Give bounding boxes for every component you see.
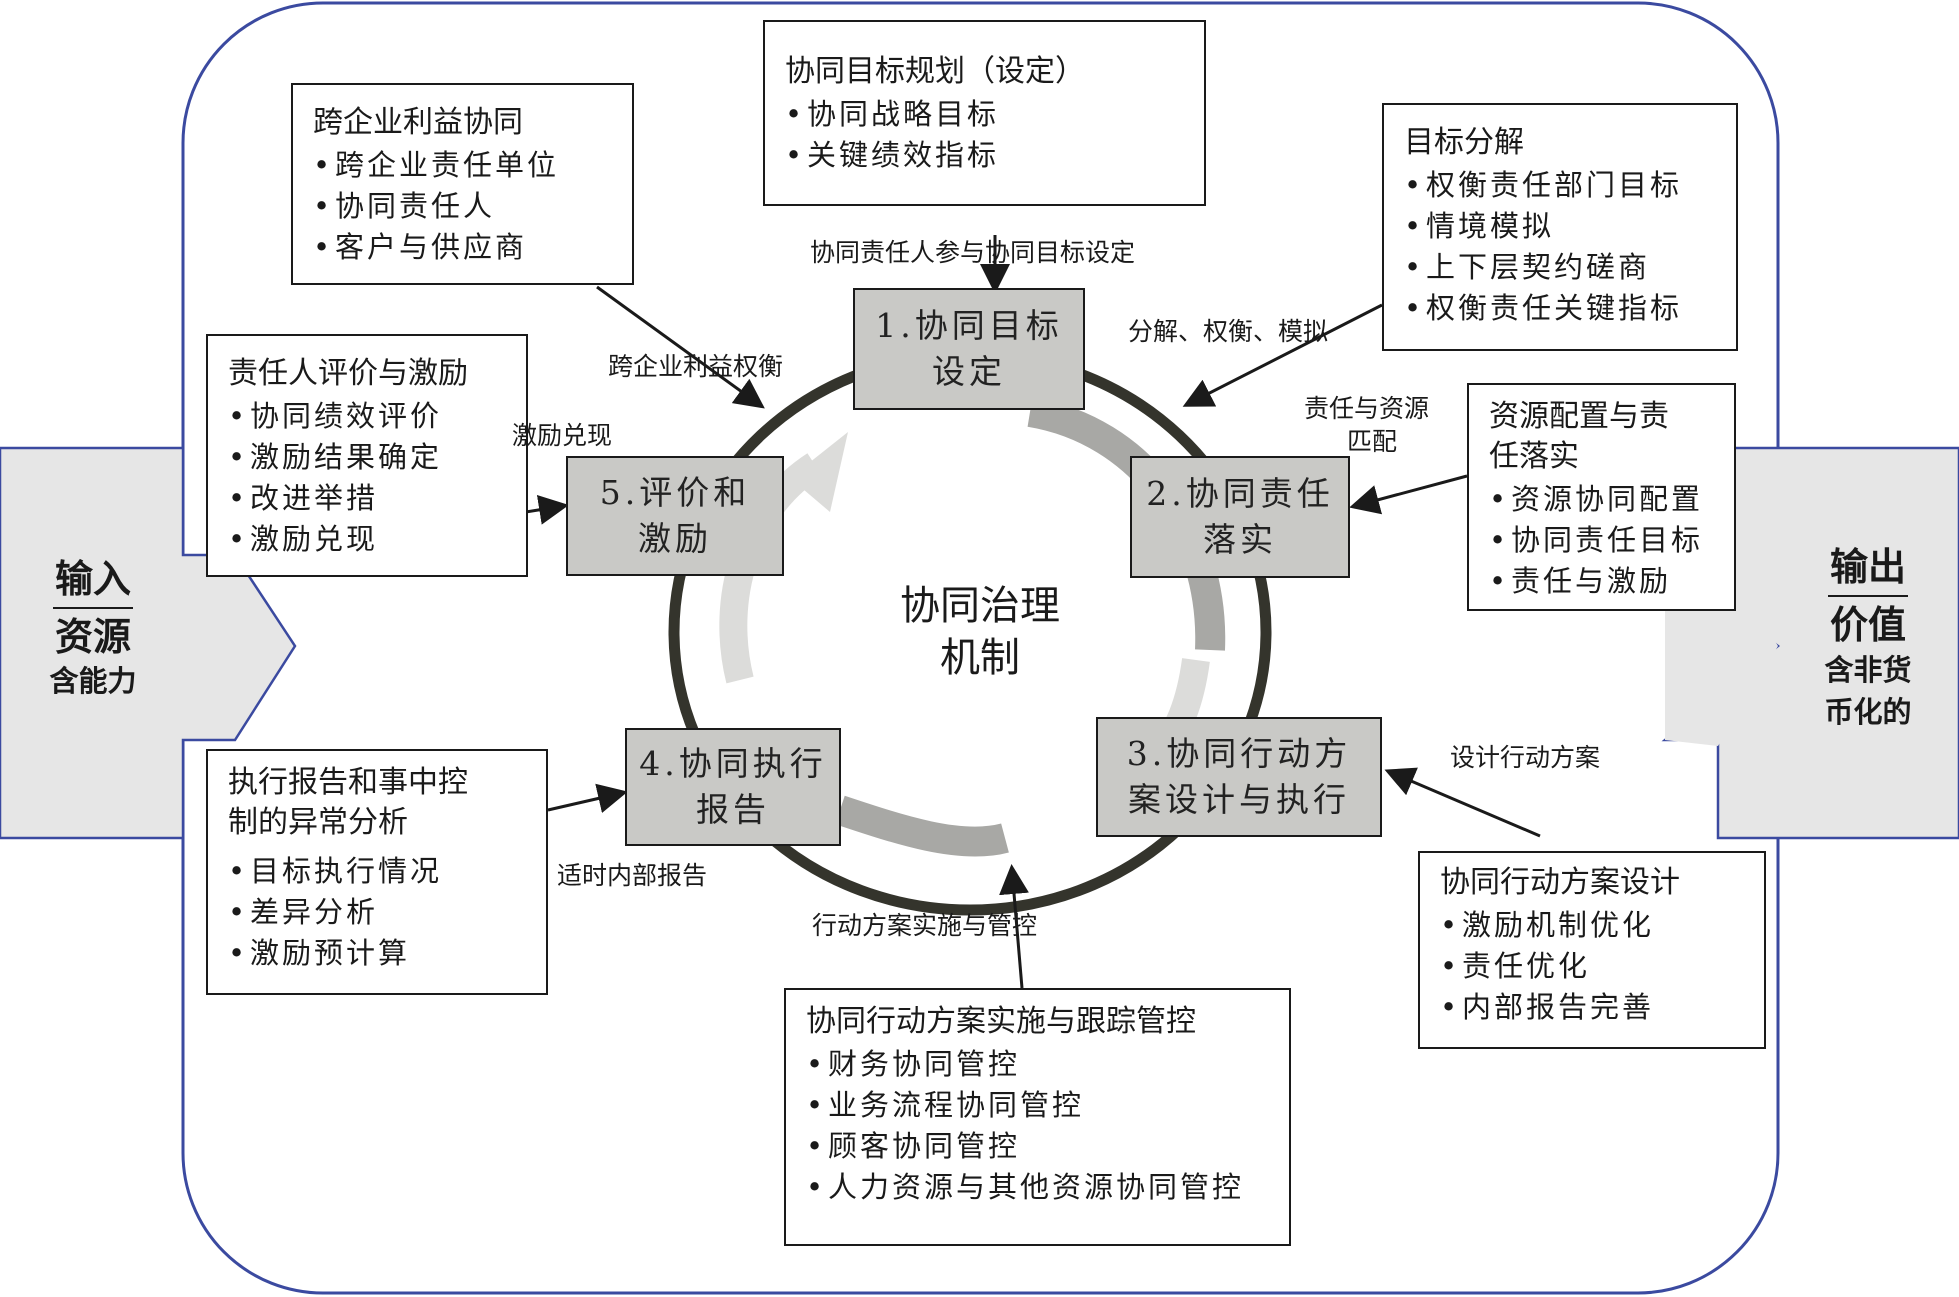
- box-cross-enterprise-title: 跨企业利益协同: [313, 105, 523, 140]
- list-item: 资源协同配置: [1489, 479, 1718, 520]
- input-line2: 资源: [54, 615, 131, 659]
- output-sub2: 币化的: [1824, 695, 1912, 729]
- center-title: 协同治理 机制: [820, 580, 1140, 684]
- box-resource-allocation: 资源配置与责 任落实 资源协同配置 协同责任目标 责任与激励: [1467, 383, 1736, 611]
- step-1-goal-setting: 1.协同目标设定: [853, 288, 1085, 410]
- list-item: 协同责任人: [313, 186, 616, 227]
- arrow-resource: [1349, 474, 1468, 515]
- box-action-design: 协同行动方案设计 激励机制优化 责任优化 内部报告完善: [1418, 851, 1766, 1049]
- box-goal-planning-title: 协同目标规划（设定）: [785, 54, 1085, 89]
- output-divider: [1828, 595, 1908, 597]
- list-item: 激励预计算: [228, 933, 530, 974]
- output-sub1: 含非货: [1824, 653, 1912, 687]
- list-item: 内部报告完善: [1440, 987, 1748, 1028]
- list-item: 业务流程协同管控: [806, 1085, 1273, 1126]
- label-incentive-cash: 激励兑现: [512, 421, 613, 450]
- arrow-report: [547, 783, 628, 813]
- list-item: 激励兑现: [228, 519, 510, 560]
- arrow-design: [1384, 767, 1541, 838]
- step-4-line2: 报告: [696, 790, 770, 829]
- list-item: 责任优化: [1440, 946, 1748, 987]
- output-line1: 输出: [1829, 545, 1906, 589]
- step-3-line2: 案设计与执行: [1128, 780, 1350, 819]
- box-goal-decomposition: 目标分解 权衡责任部门目标 情境模拟 上下层契约磋商 权衡责任关键指标: [1382, 103, 1738, 351]
- box-execution-report-title-2: 制的异常分析: [228, 805, 408, 840]
- list-item: 客户与供应商: [313, 227, 616, 268]
- step-3-line1: 3.协同行动方: [1126, 734, 1352, 773]
- output-label: 输出 价值 含非货 币化的: [1792, 543, 1944, 733]
- box-execution-report: 执行报告和事中控 制的异常分析 目标执行情况 差异分析 激励预计算: [206, 749, 548, 995]
- label-match-1: 责任与资源: [1304, 394, 1430, 423]
- list-item: 顾客协同管控: [806, 1126, 1273, 1167]
- list-item: 关键绩效指标: [785, 135, 1188, 176]
- list-item: 激励机制优化: [1440, 905, 1748, 946]
- list-item: 情境模拟: [1404, 206, 1720, 247]
- label-decompose: 分解、权衡、模拟: [1128, 317, 1329, 346]
- list-item: 协同战略目标: [785, 94, 1188, 135]
- input-line1: 输入: [54, 557, 131, 601]
- label-participate: 协同责任人参与协同目标设定: [810, 238, 1136, 267]
- output-line2: 价值: [1829, 603, 1906, 647]
- list-item: 责任与激励: [1489, 561, 1718, 602]
- input-sub: 含能力: [49, 664, 137, 698]
- list-item: 权衡责任关键指标: [1404, 288, 1720, 329]
- label-timely-report: 适时内部报告: [557, 861, 708, 890]
- step-1-line2: 设定: [932, 352, 1006, 391]
- arrow-cross-enterprise: [596, 285, 765, 409]
- center-line2: 机制: [940, 635, 1020, 681]
- list-item: 协同绩效评价: [228, 396, 510, 437]
- label-design-plan: 设计行动方案: [1450, 743, 1601, 772]
- box-action-implementation: 协同行动方案实施与跟踪管控 财务协同管控 业务流程协同管控 顾客协同管控 人力资…: [784, 988, 1291, 1246]
- step-5-evaluation: 5.评价和激励: [566, 456, 784, 576]
- list-item: 目标执行情况: [228, 851, 530, 892]
- step-4-execution-report: 4.协同执行报告: [625, 728, 841, 846]
- list-item: 跨企业责任单位: [313, 145, 616, 186]
- box-execution-report-title-1: 执行报告和事中控: [228, 765, 468, 800]
- center-line1: 协同治理: [900, 583, 1060, 629]
- input-divider: [53, 607, 133, 609]
- step-2-line2: 落实: [1203, 520, 1277, 559]
- box-evaluation-incentive: 责任人评价与激励 协同绩效评价 激励结果确定 改进举措 激励兑现: [206, 334, 528, 577]
- input-arrow: [0, 446, 297, 840]
- list-item: 上下层契约磋商: [1404, 247, 1720, 288]
- box-action-design-title: 协同行动方案设计: [1440, 865, 1680, 900]
- input-label: 输入 资源 含能力: [18, 555, 168, 701]
- step-5-line1: 5.评价和: [599, 473, 751, 512]
- box-resource-allocation-title-2: 任落实: [1489, 439, 1579, 474]
- box-action-implementation-title: 协同行动方案实施与跟踪管控: [806, 1004, 1196, 1039]
- label-cross-balance: 跨企业利益权衡: [608, 352, 784, 381]
- label-match-2: 匹配: [1347, 427, 1398, 456]
- inner-arc-bottom: [835, 795, 1009, 857]
- step-2-line1: 2.协同责任: [1146, 474, 1334, 513]
- list-item: 权衡责任部门目标: [1404, 165, 1720, 206]
- arrow-decompose: [1182, 303, 1383, 407]
- inner-arrowhead-left: [790, 432, 848, 512]
- list-item: 协同责任目标: [1489, 520, 1718, 561]
- step-2-responsibility: 2.协同责任落实: [1130, 456, 1350, 578]
- arrow-implement: [999, 864, 1029, 989]
- step-3-action-plan: 3.协同行动方案设计与执行: [1096, 717, 1382, 837]
- step-4-line1: 4.协同执行: [639, 744, 827, 783]
- box-cross-enterprise: 跨企业利益协同 跨企业责任单位 协同责任人 客户与供应商: [291, 83, 634, 285]
- box-goal-planning: 协同目标规划（设定） 协同战略目标 关键绩效指标: [763, 20, 1206, 206]
- label-implement-control: 行动方案实施与管控: [812, 911, 1038, 940]
- box-resource-allocation-title-1: 资源配置与责: [1489, 399, 1669, 434]
- box-goal-decomposition-title: 目标分解: [1404, 125, 1524, 160]
- list-item: 差异分析: [228, 892, 530, 933]
- step-5-line2: 激励: [638, 519, 712, 558]
- list-item: 人力资源与其他资源协同管控: [806, 1167, 1273, 1208]
- box-evaluation-incentive-title: 责任人评价与激励: [228, 356, 468, 391]
- list-item: 改进举措: [228, 478, 510, 519]
- step-1-line1: 1.协同目标: [875, 306, 1063, 345]
- list-item: 激励结果确定: [228, 437, 510, 478]
- list-item: 财务协同管控: [806, 1044, 1273, 1085]
